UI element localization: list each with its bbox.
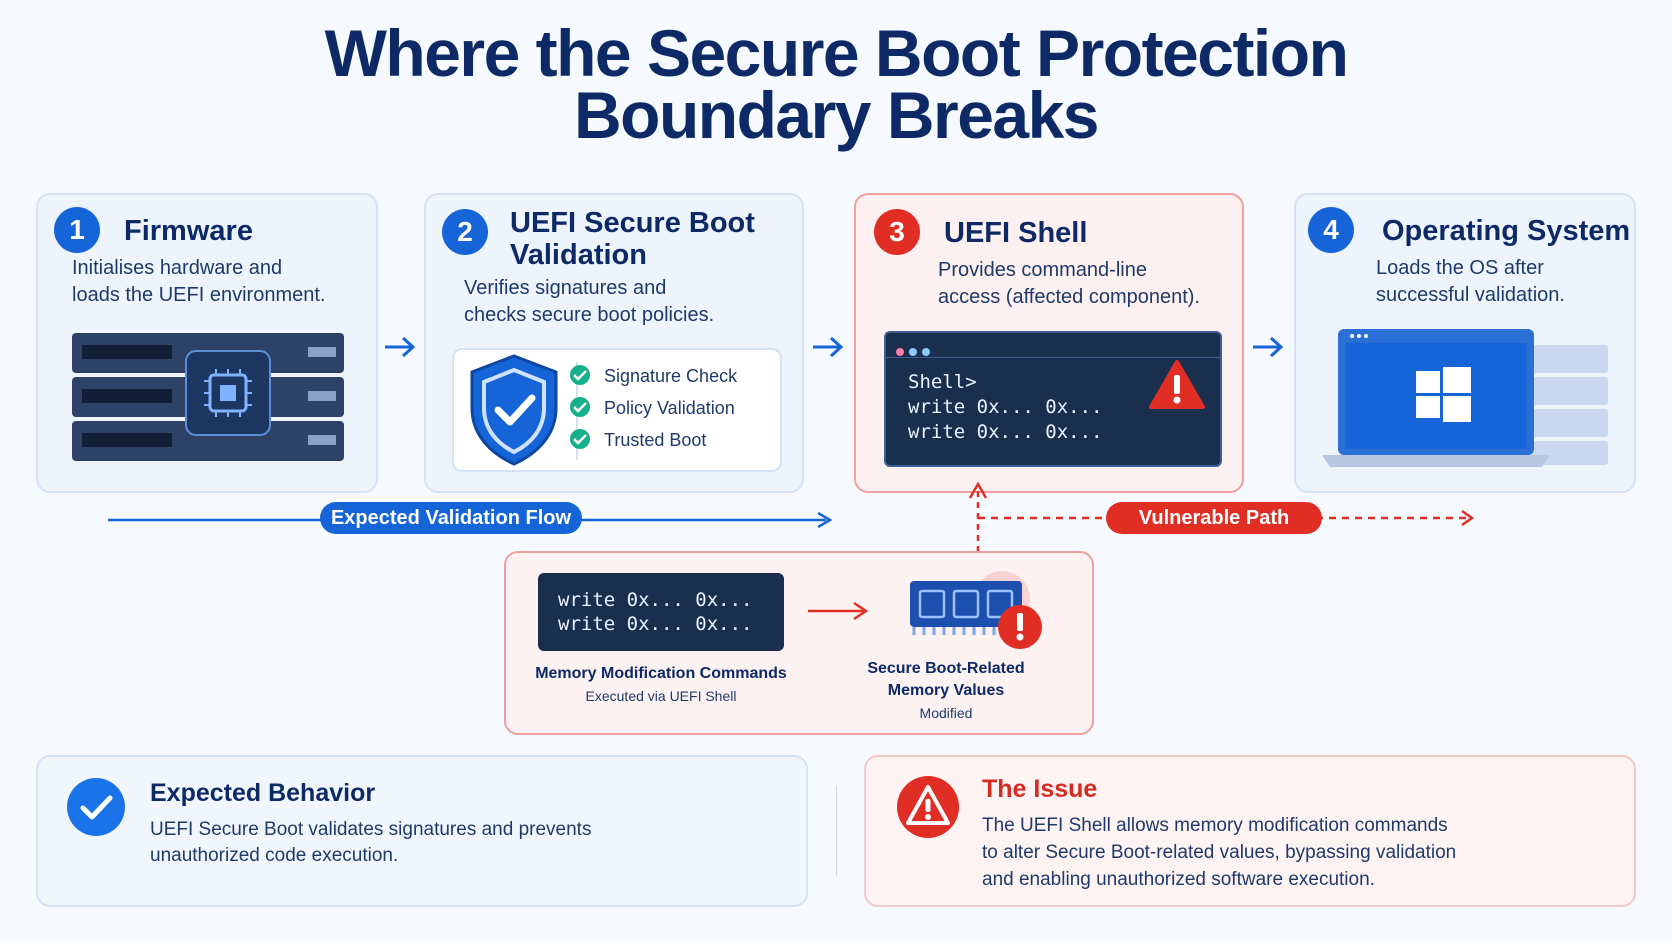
memory-chip-icon [910,571,1042,649]
step-title-line-1: UEFI Secure Boot [510,207,755,239]
step-desc-line-1: Loads the OS after [1376,257,1544,279]
arrow-right-icon [808,601,869,621]
check-icon [570,429,590,449]
terminal-window: Shell> write 0x... 0x... write 0x... 0x.… [884,331,1222,467]
memory-values-label-line-1: Secure Boot-Related [867,660,1025,677]
expected-behavior-title: Expected Behavior [150,779,376,807]
arrow-right-icon [813,336,844,358]
check-label: Signature Check [604,366,738,386]
step-number-badge: 2 [442,209,488,255]
warning-icon [897,776,959,838]
title-line-1: Where the Secure Boot Protection [324,16,1349,90]
terminal-line: write 0x... 0x... [908,396,1103,418]
laptop-icon [1322,329,1608,467]
issue-line-2: to alter Secure Boot-related values, byp… [982,842,1457,863]
step-desc-line-2: checks secure boot policies. [464,304,715,326]
check-icon [570,397,590,417]
terminal-line: write 0x... 0x... [558,589,753,611]
check-item: Signature Check [570,365,738,387]
arrow-right-icon [1253,336,1284,358]
step-desc-line-1: Initialises hardware and [72,257,283,279]
step-secure-boot-card: 2 UEFI Secure Boot Validation Verifies s… [424,193,804,493]
step-firmware-card: 1 Firmware Initialises hardware and load… [36,193,378,493]
issue-line-3: and enabling unauthorized software execu… [982,869,1375,890]
title-line-2: Boundary Breaks [573,78,1100,152]
commands-sublabel: Executed via UEFI Shell [585,688,737,704]
step-desc-line-2: loads the UEFI environment. [72,284,326,306]
memory-modification-panel: write 0x... 0x... write 0x... 0x... Memo… [504,551,1094,735]
check-icon [67,778,125,836]
memory-values-sublabel: Modified [919,705,973,721]
check-label: Trusted Boot [604,430,707,450]
step-number-badge: 4 [1308,207,1354,253]
vulnerable-path-arrow [968,481,1475,552]
terminal-line: write 0x... 0x... [558,613,753,635]
validation-checklist: Signature Check Policy Validation Truste… [452,348,782,472]
expected-behavior-line-1: UEFI Secure Boot validates signatures an… [150,819,592,840]
step-title: UEFI Shell [944,217,1088,249]
check-icon [570,365,590,385]
issue-panel: The Issue The UEFI Shell allows memory m… [864,755,1636,907]
vulnerable-path-label: Vulnerable Path [1106,502,1322,534]
warning-icon [998,605,1042,649]
expected-behavior-line-2: unauthorized code execution. [150,845,399,866]
issue-title: The Issue [982,775,1098,803]
check-item: Policy Validation [570,397,735,419]
step-title: Firmware [124,215,253,247]
memory-values-label-line-2: Memory Values [887,682,1005,699]
check-item: Trusted Boot [570,429,707,451]
commands-label: Memory Modification Commands [535,665,787,682]
step-desc-line-2: access (affected component). [938,286,1200,308]
bottom-divider [836,786,837,876]
chip-icon [204,369,252,417]
terminal-line: write 0x... 0x... [908,421,1103,443]
issue-line-1: The UEFI Shell allows memory modificatio… [982,815,1448,836]
step-number-badge: 1 [54,207,100,253]
terminal-titlebar-dots [896,341,930,360]
step-uefi-shell-card: 3 UEFI Shell Provides command-line acces… [854,193,1244,493]
server-icon [72,333,344,461]
shield-check-icon [470,354,558,466]
warning-icon [1149,360,1205,409]
expected-behavior-panel: Expected Behavior UEFI Secure Boot valid… [36,755,808,907]
check-label: Policy Validation [604,398,735,418]
step-operating-system-card: 4 Operating System Loads the OS after su… [1294,193,1636,493]
terminal-line: Shell> [908,371,977,393]
step-desc-line-1: Verifies signatures and [464,277,667,299]
memory-command-terminal: write 0x... 0x... write 0x... 0x... [538,573,784,651]
step-title-line-2: Validation [510,239,647,271]
windows-logo-icon [1416,367,1471,422]
arrow-right-icon [385,336,416,358]
step-title: Operating System [1382,215,1631,247]
step-number-badge: 3 [874,209,920,255]
step-desc-line-2: successful validation. [1376,284,1565,306]
step-desc-line-1: Provides command-line [938,259,1147,281]
page-title: Where the Secure Boot Protection Boundar… [0,16,1672,152]
expected-flow-label: Expected Validation Flow [320,502,582,534]
